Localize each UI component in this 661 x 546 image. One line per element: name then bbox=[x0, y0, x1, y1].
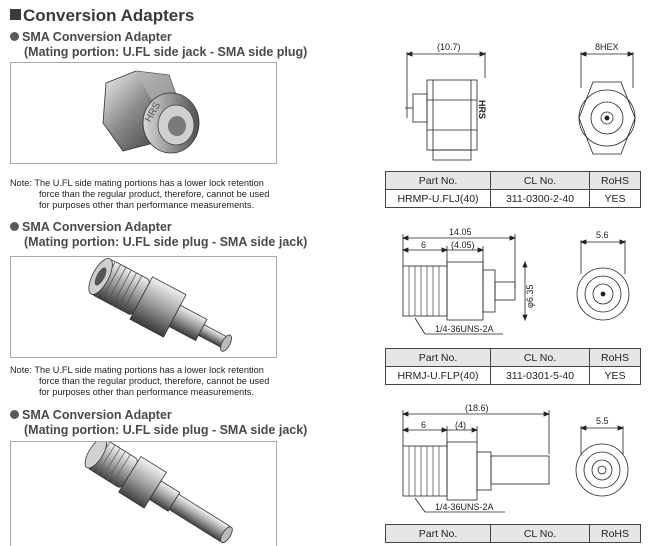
section-3-subtitle: (Mating portion: U.FL side plug - SMA si… bbox=[24, 423, 308, 437]
col-part-no-header: Part No. bbox=[385, 171, 491, 190]
square-bullet-icon bbox=[10, 9, 21, 20]
section-2-spec-table: Part No. CL No. RoHS HRMJ-U.FLP(40) 311-… bbox=[385, 348, 641, 385]
col-cl-no-header: CL No. bbox=[490, 524, 590, 543]
section-3-title: SMA Conversion Adapter bbox=[10, 408, 172, 422]
note-line: for purposes other than performance meas… bbox=[39, 200, 254, 210]
part-no-cell: HRMJ-U.FLP(40) bbox=[385, 366, 491, 385]
note-line: force than the regular product, therefor… bbox=[39, 189, 270, 199]
col-rohs-header: RoHS bbox=[589, 348, 641, 367]
rohs-cell: YES bbox=[589, 189, 641, 208]
hrs-marking: HRS bbox=[477, 100, 487, 119]
dim-b: (4) bbox=[455, 420, 466, 430]
dim-end: 5.6 bbox=[596, 230, 609, 240]
section-2-note: Note: The U.FL side mating portions has … bbox=[10, 365, 269, 398]
col-rohs-header: RoHS bbox=[589, 524, 641, 543]
section-2-title: SMA Conversion Adapter bbox=[10, 220, 172, 234]
section-2-drawing: 14.05 6 (4.05) φ6.35 5.6 1/4-36UNS-2A bbox=[401, 227, 630, 335]
col-cl-no-header: CL No. bbox=[490, 348, 590, 367]
note-line: Note: The U.FL side mating portions has … bbox=[10, 365, 264, 375]
bullet-icon bbox=[10, 410, 19, 419]
dim-b: (4.05) bbox=[451, 240, 475, 250]
section-2-subtitle: (Mating portion: U.FL side plug - SMA si… bbox=[24, 235, 308, 249]
bullet-icon bbox=[10, 222, 19, 231]
cl-no-cell: 311-0300-2-40 bbox=[490, 189, 590, 208]
section-1-product-photo: HRS bbox=[10, 62, 277, 164]
section-1-note: Note: The U.FL side mating portions has … bbox=[10, 178, 269, 211]
dim-overall: (10.7) bbox=[437, 42, 461, 52]
dim-a: 6 bbox=[421, 240, 426, 250]
page-title: Conversion Adapters bbox=[10, 6, 194, 26]
dim-hex: 8HEX bbox=[595, 42, 619, 52]
section-1-subtitle: (Mating portion: U.FL side jack - SMA si… bbox=[24, 45, 308, 59]
cl-no-cell: 311-0301-5-40 bbox=[490, 366, 590, 385]
section-3-product-photo bbox=[10, 441, 277, 546]
col-part-no-header: Part No. bbox=[385, 524, 491, 543]
section-1-spec-table: Part No. CL No. RoHS HRMP-U.FLJ(40) 311-… bbox=[385, 171, 641, 208]
rohs-cell: YES bbox=[589, 366, 641, 385]
note-line: Note: The U.FL side mating portions has … bbox=[10, 178, 264, 188]
part-no-cell: HRMP-U.FLJ(40) bbox=[385, 189, 491, 208]
col-part-no-header: Part No. bbox=[385, 348, 491, 367]
bullet-icon bbox=[10, 32, 19, 41]
section-2-product-photo bbox=[10, 256, 277, 358]
section-3-drawing: (18.6) 6 (4) 5.5 1/4-36UNS-2A bbox=[401, 403, 629, 513]
dim-overall: 14.05 bbox=[449, 227, 472, 237]
dim-overall: (18.6) bbox=[465, 403, 489, 413]
dim-thread: 1/4-36UNS-2A bbox=[435, 502, 494, 512]
dim-thread: 1/4-36UNS-2A bbox=[435, 324, 494, 334]
col-cl-no-header: CL No. bbox=[490, 171, 590, 190]
section-3-spec-table: Part No. CL No. RoHS bbox=[385, 524, 641, 543]
note-line: for purposes other than performance meas… bbox=[39, 387, 254, 397]
note-line: force than the regular product, therefor… bbox=[39, 376, 270, 386]
dim-end: 5.5 bbox=[596, 416, 609, 426]
dim-a: 6 bbox=[421, 420, 426, 430]
dim-diameter: φ6.35 bbox=[525, 285, 535, 308]
section-1-drawing: (10.7) 8HEX HRS bbox=[405, 42, 636, 161]
col-rohs-header: RoHS bbox=[589, 171, 641, 190]
section-1-title: SMA Conversion Adapter bbox=[10, 30, 172, 44]
